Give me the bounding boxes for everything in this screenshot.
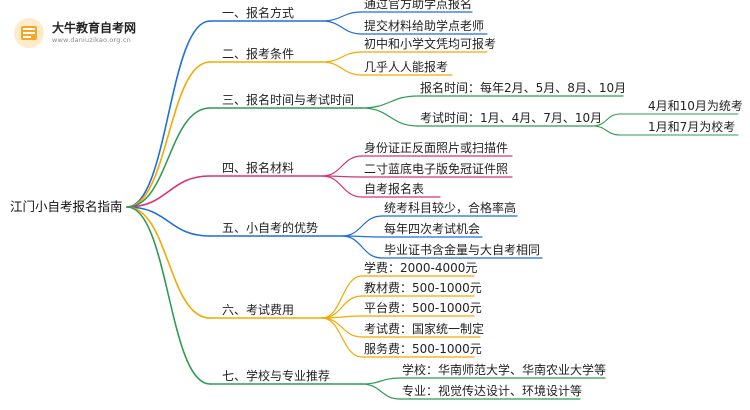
child-connector-b2-0 bbox=[321, 51, 363, 63]
child-label-b1-0: 通过官方助学点报名 bbox=[364, 0, 473, 11]
brand-logo: 大牛教育自考网 www.daniuzikao.org.cn bbox=[12, 14, 192, 54]
grand-label-b3-1-1: 1月和7月为校考 bbox=[648, 120, 736, 134]
child-label-b7-1: 专业：视觉传达设计、环境设计等 bbox=[402, 384, 583, 398]
child-connector-b7-0 bbox=[361, 377, 401, 385]
child-label-b6-3: 考试费：国家统一制定 bbox=[364, 322, 485, 336]
child-label-b4-2: 自考报名表 bbox=[364, 182, 425, 196]
branch-connector-b2 bbox=[126, 61, 211, 208]
child-connector-b3-1 bbox=[361, 107, 419, 127]
child-label-b4-1: 二寸蓝底电子版免冠证件照 bbox=[364, 162, 509, 176]
child-connector-b6-4 bbox=[321, 317, 363, 358]
root-topic: 江门小自考报名指南 bbox=[10, 199, 123, 214]
brand-book-icon bbox=[14, 18, 44, 48]
child-label-b3-0: 报名时间：每年2月、5月、8月、10月 bbox=[420, 81, 627, 95]
child-label-b5-1: 每年四次考试机会 bbox=[384, 222, 481, 236]
branch-label-b6: 六、考试费用 bbox=[222, 303, 295, 317]
branch-connector-b7 bbox=[126, 206, 211, 385]
grand-connector-b3-1-1 bbox=[592, 125, 621, 136]
child-connector-b2-1 bbox=[321, 61, 363, 76]
branch-label-b1: 一、报名方式 bbox=[222, 6, 295, 20]
grand-label-b3-1-0: 4月和10月为统考 bbox=[648, 99, 743, 113]
child-label-b2-1: 几乎人人能报考 bbox=[364, 60, 449, 74]
branch-label-b7: 七、学校与专业推荐 bbox=[222, 369, 331, 383]
child-label-b6-2: 平台费：500-1000元 bbox=[364, 301, 482, 315]
child-label-b4-0: 身份证正反面照片或扫描件 bbox=[364, 141, 509, 155]
branch-connector-b5 bbox=[126, 206, 211, 237]
child-connector-b5-2 bbox=[341, 235, 383, 259]
branch-label-b2: 二、报考条件 bbox=[222, 47, 295, 61]
branch-connector-b4 bbox=[126, 175, 211, 208]
child-connector-b7-1 bbox=[361, 383, 401, 400]
child-label-b2-0: 初中和小学文凭均可报考 bbox=[364, 37, 497, 51]
child-label-b5-2: 毕业证书含金量与大自考相同 bbox=[384, 243, 541, 257]
branch-label-b5: 五、小自考的优势 bbox=[222, 221, 319, 235]
brand-url: www.daniuzikao.org.cn bbox=[52, 36, 131, 44]
child-connector-b3-0 bbox=[361, 95, 419, 109]
child-label-b6-0: 学费：2000-4000元 bbox=[364, 261, 478, 275]
child-label-b5-0: 统考科目较少，合格率高 bbox=[384, 201, 517, 215]
branch-connector-b6 bbox=[126, 206, 211, 319]
branch-connector-b1 bbox=[126, 20, 211, 208]
child-connector-b4-2 bbox=[321, 175, 363, 198]
child-connector-b6-1 bbox=[321, 295, 363, 319]
grand-connector-b3-1-0 bbox=[592, 113, 621, 127]
child-label-b6-4: 服务费：500-1000元 bbox=[364, 342, 482, 356]
child-label-b7-0: 学校：华南师范大学、华南农业大学等 bbox=[402, 363, 607, 377]
brand-name: 大牛教育自考网 bbox=[52, 21, 137, 35]
child-label-b6-1: 教材费：500-1000元 bbox=[364, 281, 482, 295]
child-connector-b1-1 bbox=[321, 20, 363, 35]
child-label-b3-1: 考试时间：1月、4月、7月、10月 bbox=[420, 111, 603, 125]
child-connector-b1-0 bbox=[321, 11, 363, 22]
child-label-b1-1: 提交材料给助学点老师 bbox=[364, 19, 485, 33]
branch-label-b4: 四、报名材料 bbox=[222, 161, 295, 175]
branch-connector-b3 bbox=[126, 107, 211, 208]
child-connector-b6-3 bbox=[321, 317, 363, 338]
child-connector-b5-0 bbox=[341, 215, 383, 237]
branch-label-b3: 三、报名时间与考试时间 bbox=[222, 93, 355, 107]
child-connector-b4-0 bbox=[321, 155, 363, 177]
